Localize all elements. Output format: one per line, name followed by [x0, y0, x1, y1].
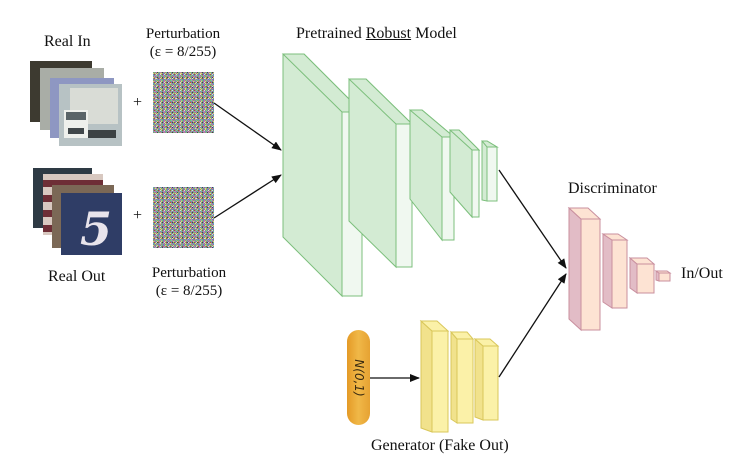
- perturbation-label-top-line1: Perturbation: [145, 26, 221, 42]
- discriminator-layer-side: [602, 233, 613, 309]
- generator-layer-side: [450, 330, 458, 424]
- generator-layer-front: [482, 345, 499, 421]
- perturbation-label-bottom-line1: Perturbation: [151, 265, 227, 281]
- discriminator-layer-front: [658, 272, 671, 282]
- arrow-generator-to-discriminator: [498, 273, 567, 378]
- real-in-image-stack: [30, 61, 122, 146]
- generator-layers: [419, 319, 500, 433]
- generator-layer-side: [474, 337, 484, 421]
- generator-label: Generator (Fake Out): [371, 437, 509, 454]
- truck-windshield: [66, 112, 86, 120]
- generator-layer-front: [431, 330, 449, 433]
- plus-sign-top: +: [133, 94, 143, 111]
- perturbation-label-bottom-line2: (ε = 8/255): [155, 283, 223, 299]
- real-out-label: Real Out: [48, 268, 106, 285]
- plus-sign-bottom: +: [133, 207, 143, 224]
- house-number-digit: 5: [80, 202, 112, 256]
- model-label-suffix: Model: [411, 25, 457, 42]
- perturbation-label-bottom: Perturbation (ε = 8/255): [144, 264, 234, 300]
- discriminator-label: Discriminator: [568, 180, 657, 197]
- generator-layer-front: [456, 338, 474, 424]
- model-layer-front: [471, 149, 480, 218]
- in-out-label: In/Out: [681, 265, 723, 282]
- discriminator-layer-front: [636, 263, 655, 294]
- stripe: [43, 180, 103, 187]
- perturbation-noise-top: [153, 72, 214, 133]
- robust-model-layers: [281, 53, 499, 298]
- arrow-real-out-to-model: [213, 174, 282, 219]
- model-label-prefix: Pretrained: [296, 25, 366, 42]
- real-out-image-stack: 5: [33, 168, 122, 256]
- discriminator-layers: [567, 206, 672, 332]
- perturbation-label-top: Perturbation (ε = 8/255): [138, 25, 228, 61]
- discriminator-layer-front: [611, 239, 628, 309]
- real-in-label: Real In: [44, 33, 91, 50]
- truck-wheels: [88, 130, 116, 138]
- truck-grill: [68, 128, 84, 134]
- arrow-real-in-to-model: [213, 102, 282, 151]
- real-out-thumbnail-digit: [61, 193, 122, 255]
- discriminator-layer-front: [580, 218, 601, 331]
- noise-input-pill: [347, 330, 370, 425]
- model-layer-front: [486, 146, 498, 202]
- noise-distribution-label: N(0,1): [352, 359, 366, 397]
- arrow-model-to-discriminator: [498, 169, 567, 269]
- model-label: Pretrained Robust Model: [296, 25, 457, 43]
- model-layer-front: [395, 123, 413, 268]
- discriminator-layer-side: [568, 206, 582, 332]
- model-label-emphasis: Robust: [365, 25, 412, 42]
- perturbation-label-top-line2: (ε = 8/255): [149, 44, 217, 60]
- perturbation-noise-bottom: [153, 187, 214, 248]
- generator-layer-side: [420, 319, 433, 433]
